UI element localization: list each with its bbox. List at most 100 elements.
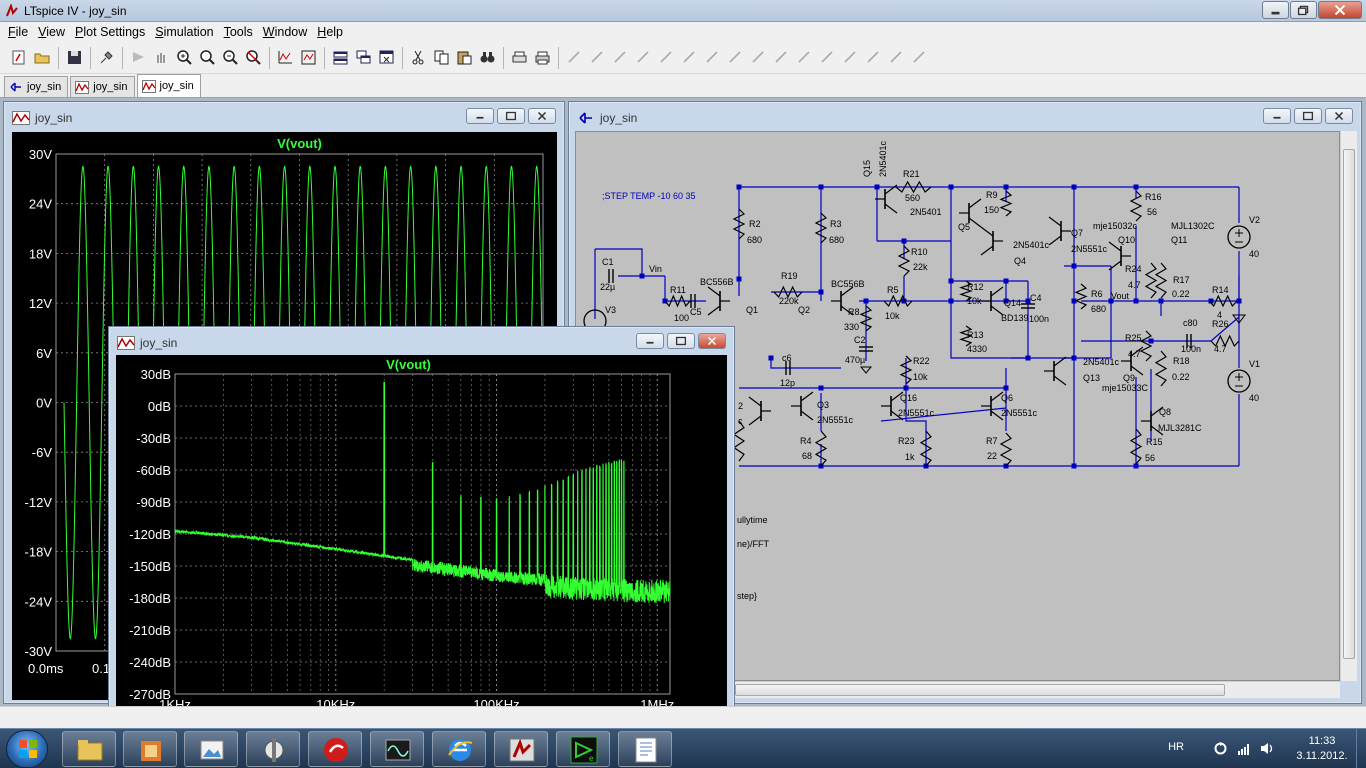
taskbar-button-explorer[interactable] [62, 731, 116, 767]
wire-button[interactable] [563, 46, 586, 69]
zoom-out-button[interactable] [219, 46, 242, 69]
menu-view[interactable]: View [38, 25, 66, 39]
taskbar-button-internet-explorer[interactable] [432, 731, 486, 767]
sync-icon[interactable] [1213, 741, 1228, 756]
horizontal-scrollbar[interactable] [575, 681, 1340, 698]
minimize-button[interactable] [1262, 1, 1289, 19]
taskbar-button-media-burner[interactable] [308, 731, 362, 767]
language-indicator[interactable]: HR [1168, 741, 1184, 753]
taskbar-button-ltspice[interactable] [494, 731, 548, 767]
redo-button[interactable] [816, 46, 839, 69]
wire [770, 358, 841, 369]
toolbar-separator [90, 46, 91, 69]
transistor-emitter [707, 305, 721, 316]
spice-directive-button[interactable] [908, 46, 931, 69]
tab-waveform-1[interactable]: joy_sin [70, 76, 135, 97]
text-button[interactable] [885, 46, 908, 69]
close-window-button[interactable] [375, 46, 398, 69]
label-button[interactable] [609, 46, 632, 69]
voltage-source [1227, 369, 1251, 393]
ltspice-editor-icon: e [570, 736, 598, 764]
diode-button[interactable] [701, 46, 724, 69]
tile-horizontal-button[interactable] [329, 46, 352, 69]
minimize-button[interactable] [1263, 108, 1291, 124]
copy-button[interactable] [430, 46, 453, 69]
y-tick-label: 24V [29, 197, 52, 212]
drag-button[interactable] [770, 46, 793, 69]
menu-help[interactable]: Help [317, 25, 343, 39]
component-button[interactable] [724, 46, 747, 69]
undo-button[interactable] [793, 46, 816, 69]
control-panel-button[interactable] [95, 46, 118, 69]
rotate-button[interactable] [839, 46, 862, 69]
taskbar-button-system-tool[interactable] [246, 731, 300, 767]
maximize-button[interactable] [1294, 108, 1322, 124]
new-schematic-button[interactable] [8, 46, 31, 69]
restore-button[interactable] [1290, 1, 1317, 19]
capacitor-button[interactable] [655, 46, 678, 69]
find-button[interactable] [476, 46, 499, 69]
tab-label: joy_sin [93, 81, 128, 93]
ground-symbol [859, 366, 873, 374]
network-signal-icon[interactable] [1237, 741, 1252, 756]
scroll-thumb[interactable] [1343, 149, 1355, 659]
zoom-fit-button[interactable] [196, 46, 219, 69]
print-setup-button[interactable] [508, 46, 531, 69]
show-desktop-button[interactable] [1356, 729, 1366, 768]
zoom-in-button[interactable] [173, 46, 196, 69]
taskbar-button-oscilloscope[interactable] [370, 731, 424, 767]
move-button[interactable] [747, 46, 770, 69]
open-button[interactable] [31, 46, 54, 69]
cut-button[interactable] [407, 46, 430, 69]
vertical-scrollbar[interactable] [1340, 131, 1357, 681]
zoom-cancel-button[interactable] [242, 46, 265, 69]
junction-dot [1133, 184, 1139, 190]
close-button[interactable] [1325, 108, 1353, 124]
menu-window[interactable]: Window [262, 25, 308, 39]
close-button[interactable] [528, 108, 556, 124]
volume-icon[interactable] [1259, 741, 1274, 756]
mirror-button[interactable] [862, 46, 885, 69]
taskbar-button-installer[interactable] [123, 731, 177, 767]
save-button[interactable] [63, 46, 86, 69]
inductor-button[interactable] [678, 46, 701, 69]
clock[interactable]: 11:33 3.11.2012. [1292, 734, 1352, 764]
y-tick-label: 12V [29, 296, 52, 311]
transistor-emitter [990, 410, 1004, 421]
minimize-button[interactable] [466, 108, 494, 124]
menu-file[interactable]: File [8, 25, 29, 39]
maximize-button[interactable] [667, 333, 695, 349]
pan-button[interactable] [150, 46, 173, 69]
autorange-button[interactable] [274, 46, 297, 69]
minimize-button[interactable] [636, 333, 664, 349]
tab-waveform-2[interactable]: joy_sin [136, 74, 201, 97]
tab-schematic[interactable]: joy_sin [4, 76, 69, 97]
menu-tools[interactable]: Tools [223, 25, 253, 39]
cascade-button[interactable] [352, 46, 375, 69]
run-button[interactable] [127, 46, 150, 69]
label-v1: V1 [1249, 359, 1260, 369]
close-button[interactable] [1318, 1, 1362, 19]
junction-dot [818, 385, 824, 391]
mark-button[interactable] [297, 46, 320, 69]
maximize-button[interactable] [497, 108, 525, 124]
print-button[interactable] [531, 46, 554, 69]
scroll-thumb[interactable] [735, 684, 1225, 696]
junction-dot [1003, 184, 1009, 190]
menu-simulation[interactable]: Simulation [155, 25, 214, 39]
label-r12: R12 [967, 282, 984, 292]
resistor-button[interactable] [632, 46, 655, 69]
start-button[interactable] [6, 730, 48, 768]
taskbar-button-document-viewer[interactable] [618, 731, 672, 767]
close-button[interactable] [698, 333, 726, 349]
transistor-emitter [748, 415, 762, 426]
waveform-icon [12, 111, 30, 125]
taskbar-button-ltspice-editor[interactable]: e [556, 731, 610, 767]
menu-plot-settings[interactable]: Plot Settings [75, 25, 146, 39]
ground-button[interactable] [586, 46, 609, 69]
taskbar-button-photo-viewer[interactable] [184, 731, 238, 767]
paste-button[interactable] [453, 46, 476, 69]
label-r15_val: 56 [1145, 453, 1155, 463]
